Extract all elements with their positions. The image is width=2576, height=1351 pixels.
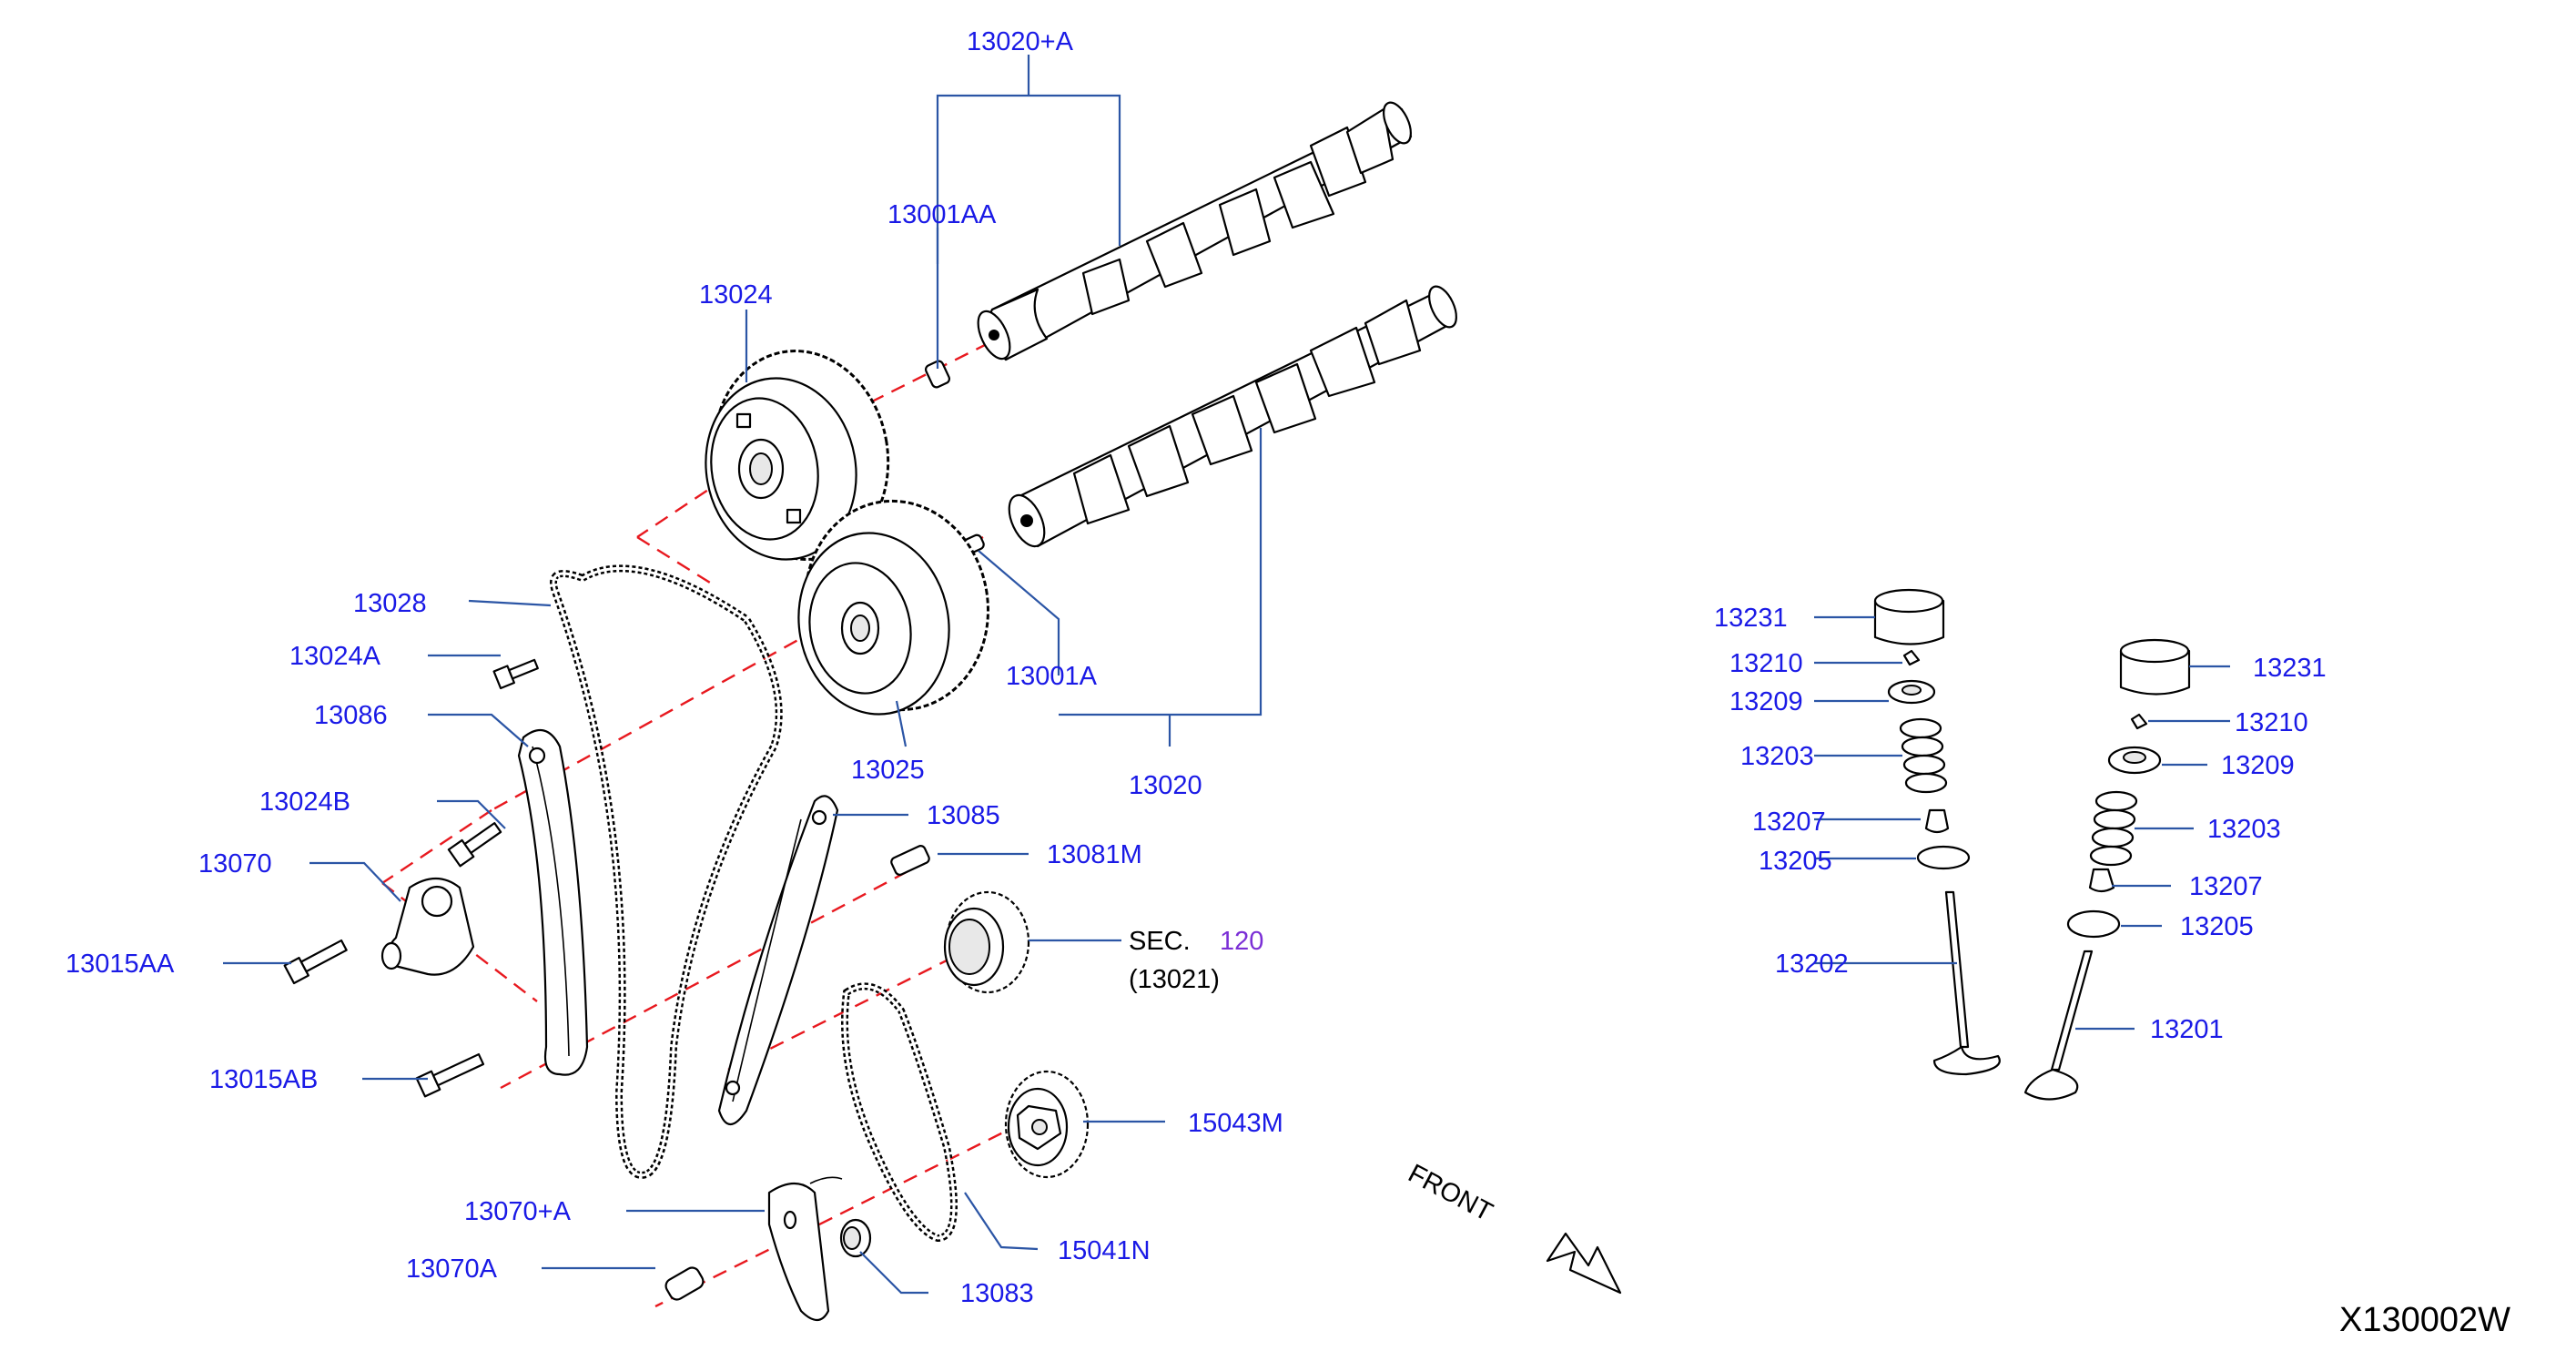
sprocket-13024 bbox=[705, 350, 890, 561]
label-r13209: 13209 bbox=[1729, 687, 1803, 716]
bushing-13083 bbox=[839, 1218, 872, 1258]
label-s13201: 13201 bbox=[2150, 1015, 2224, 1044]
label-r13231: 13231 bbox=[1714, 604, 1788, 633]
label-13085: 13085 bbox=[927, 801, 1000, 830]
timing-chain-13028 bbox=[550, 564, 783, 1179]
label-s13231: 13231 bbox=[2253, 654, 2327, 683]
label-13070A-plus: 13070+A bbox=[464, 1197, 572, 1226]
label-r13205: 13205 bbox=[1759, 847, 1832, 876]
label-r13202: 13202 bbox=[1775, 950, 1849, 979]
label-13015AA: 13015AA bbox=[66, 950, 175, 979]
label-r13207: 13207 bbox=[1752, 808, 1826, 837]
crank-sprocket bbox=[943, 890, 1030, 994]
label-13083: 13083 bbox=[960, 1279, 1034, 1308]
dowel-pin-upper bbox=[924, 360, 951, 389]
camshaft-lower bbox=[1008, 285, 1457, 548]
label-13024B: 13024B bbox=[259, 787, 350, 817]
label-s13205: 13205 bbox=[2180, 912, 2254, 941]
valve-train-left bbox=[1873, 588, 2001, 1076]
label-13015AB: 13015AB bbox=[209, 1065, 318, 1094]
pin-13070A bbox=[664, 1266, 705, 1301]
label-s13210: 13210 bbox=[2235, 708, 2308, 737]
label-13025: 13025 bbox=[851, 756, 925, 785]
valve-train-right bbox=[2023, 638, 2191, 1101]
label-13028: 13028 bbox=[353, 589, 427, 618]
label-s13207: 13207 bbox=[2189, 872, 2263, 901]
label-13001AA: 13001AA bbox=[887, 200, 997, 229]
label-sec: SEC. bbox=[1129, 927, 1191, 956]
part-labels: 13020+A 13001AA 13024 13028 13024A 13086… bbox=[66, 27, 2327, 1308]
label-s13203: 13203 bbox=[2207, 815, 2281, 844]
label-13086: 13086 bbox=[314, 701, 388, 730]
oil-pump-sprocket bbox=[1004, 1070, 1090, 1179]
leader-lines bbox=[223, 55, 2230, 1295]
label-13024A: 13024A bbox=[289, 642, 381, 671]
oil-pump-chain bbox=[841, 982, 958, 1243]
label-r13210: 13210 bbox=[1729, 649, 1803, 678]
label-sec-number: 120 bbox=[1220, 927, 1263, 956]
label-front: FRONT bbox=[1404, 1159, 1497, 1227]
tensioner-arm bbox=[767, 1176, 843, 1322]
label-s13209: 13209 bbox=[2221, 751, 2295, 780]
label-r13203: 13203 bbox=[1740, 742, 1814, 771]
plunger-13081M bbox=[890, 845, 930, 876]
diagram-id: X130002W bbox=[2339, 1301, 2510, 1339]
label-sec-ref: (13021) bbox=[1129, 965, 1220, 994]
tensioner-13070 bbox=[380, 877, 475, 976]
label-13070A: 13070A bbox=[406, 1254, 498, 1284]
guide-13085 bbox=[717, 795, 839, 1126]
label-13070: 13070 bbox=[198, 849, 272, 879]
label-13001A: 13001A bbox=[1006, 662, 1098, 691]
label-15043M: 15043M bbox=[1188, 1109, 1283, 1138]
label-13081M: 13081M bbox=[1047, 840, 1142, 869]
label-13020: 13020 bbox=[1129, 771, 1202, 800]
label-13020A: 13020+A bbox=[967, 27, 1074, 56]
sprocket-13025 bbox=[797, 499, 989, 716]
front-arrow-icon bbox=[1546, 1232, 1622, 1295]
label-15041N: 15041N bbox=[1058, 1236, 1151, 1265]
label-13024: 13024 bbox=[699, 280, 773, 310]
camshaft-upper bbox=[977, 101, 1413, 361]
guide-13086 bbox=[517, 728, 589, 1076]
